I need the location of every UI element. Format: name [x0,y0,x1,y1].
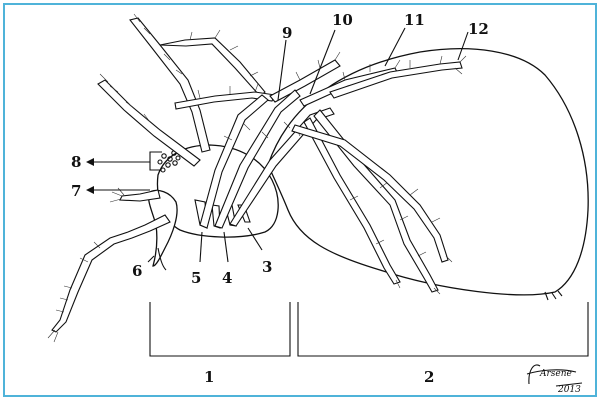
label-8: 8 [71,153,81,171]
label-3: 3 [262,258,272,276]
signature: Arsene 2013 [527,365,582,395]
label-5: 5 [191,269,201,287]
label-11: 11 [404,11,425,29]
label-1: 1 [204,368,214,386]
svg-text:Arsene: Arsene [539,369,572,379]
label-2: 2 [424,368,434,386]
leg-1-right [130,18,210,152]
svg-text:2013: 2013 [557,385,581,395]
pedipalp [120,190,160,201]
bracket-1 [150,302,290,356]
label-4: 4 [222,269,232,287]
label-6: 6 [132,262,142,280]
label-10: 10 [332,11,353,29]
label-9: 9 [282,24,292,42]
label-7: 7 [71,182,81,200]
abdomen [268,49,588,295]
bracket-2 [298,302,588,356]
label-12: 12 [468,20,489,38]
leg-1-left [52,215,170,332]
